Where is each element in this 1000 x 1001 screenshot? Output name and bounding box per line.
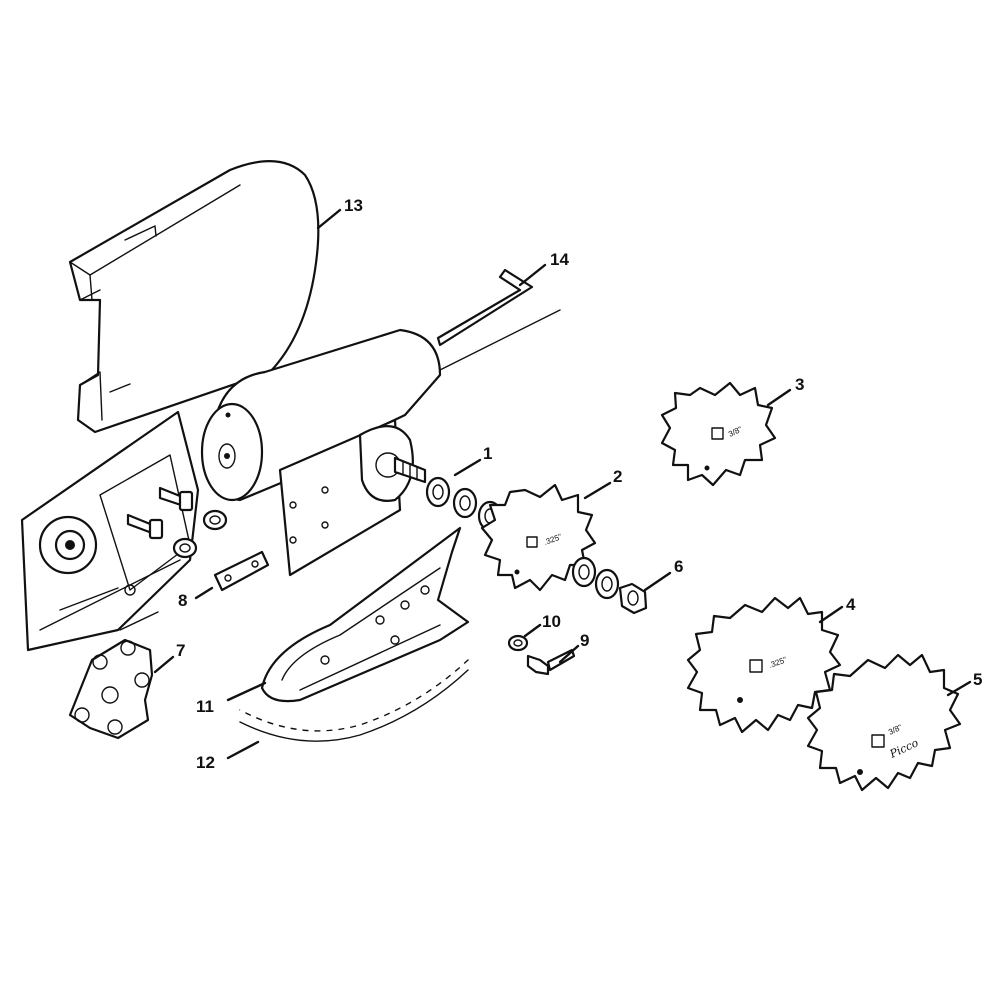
part-1-washers	[425, 476, 503, 532]
part-7-rim-sprocket	[68, 638, 154, 740]
part-9-screw	[526, 648, 576, 676]
part-4-sprocket: .325"	[686, 596, 842, 734]
callout-13: 13	[344, 196, 363, 215]
callout-6: 6	[674, 557, 683, 576]
gearhead-housing	[200, 309, 561, 577]
callout-8: 8	[178, 591, 187, 610]
callout-9: 9	[580, 631, 589, 650]
assembly-lines	[39, 559, 181, 631]
part-10-washer	[507, 634, 529, 652]
callout-4: 4	[846, 595, 856, 614]
callout-1: 1	[483, 444, 492, 463]
callout-12: 12	[196, 753, 215, 772]
left-hardware	[172, 509, 228, 559]
leader-lines	[153, 208, 972, 760]
callout-7: 7	[176, 641, 185, 660]
part-2-sprocket: .325"	[480, 483, 597, 592]
callout-10: 10	[542, 612, 561, 631]
part-12-saw-chain	[239, 658, 470, 742]
part-3-sprocket: 3/8"	[660, 381, 777, 487]
part-6-washers-and-nut	[571, 556, 648, 615]
left-housing-plate	[20, 410, 200, 652]
part-8-slide-plate	[213, 550, 270, 592]
part-5-sprocket: 3/8" Picco	[806, 653, 962, 792]
callout-2: 2	[613, 467, 622, 486]
callout-labels: 13 14 1 2 3 6 4 5 7 8 10 9 11 12	[176, 196, 982, 772]
part-14-hex-key	[436, 268, 534, 347]
callout-3: 3	[795, 375, 804, 394]
part-11-guide-bar	[260, 526, 470, 703]
callout-11: 11	[196, 697, 214, 716]
callout-14: 14	[550, 250, 569, 269]
callout-5: 5	[973, 670, 982, 689]
